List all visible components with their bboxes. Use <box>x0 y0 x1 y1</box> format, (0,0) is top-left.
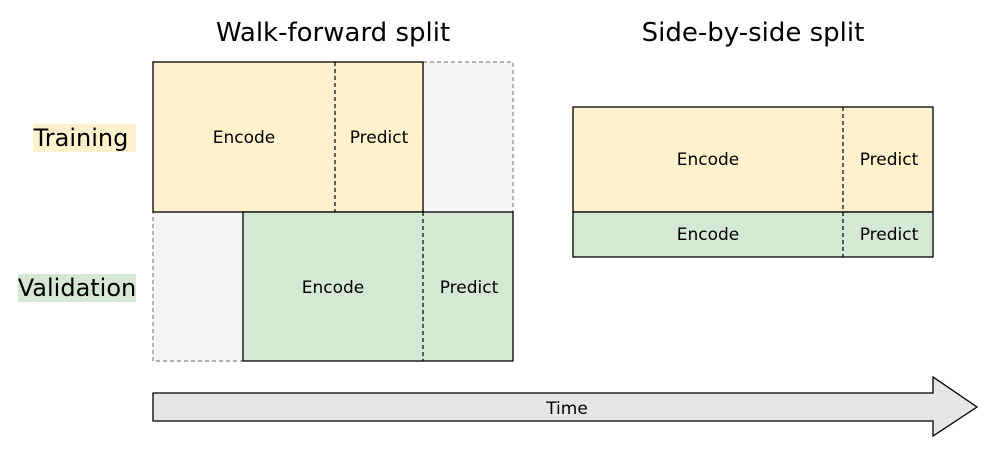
sbs-training-encode: Encode <box>677 150 740 170</box>
sbs-validation-encode: Encode <box>677 225 740 245</box>
sbs-validation-predict: Predict <box>860 225 919 245</box>
wf-validation-predict: Predict <box>440 278 499 298</box>
wf-training-predict: Predict <box>350 128 409 148</box>
validation-padding-box <box>152 211 244 362</box>
sbs-training-predict: Predict <box>860 150 919 170</box>
training-row-label: Training <box>33 124 129 152</box>
wf-training-encode: Encode <box>213 128 276 148</box>
sbs-training-block <box>572 106 934 213</box>
time-label: Time <box>545 399 588 419</box>
walk-forward-title: Walk-forward split <box>216 18 450 48</box>
wf-validation-block <box>242 211 514 362</box>
side-by-side-title: Side-by-side split <box>642 18 865 48</box>
wf-validation-encode: Encode <box>302 278 365 298</box>
training-padding-box <box>422 61 514 213</box>
validation-row-label: Validation <box>18 274 137 302</box>
validation-label-highlight <box>18 274 136 302</box>
training-label-highlight <box>33 124 136 152</box>
time-arrow <box>152 375 979 438</box>
sbs-validation-block <box>572 211 934 258</box>
